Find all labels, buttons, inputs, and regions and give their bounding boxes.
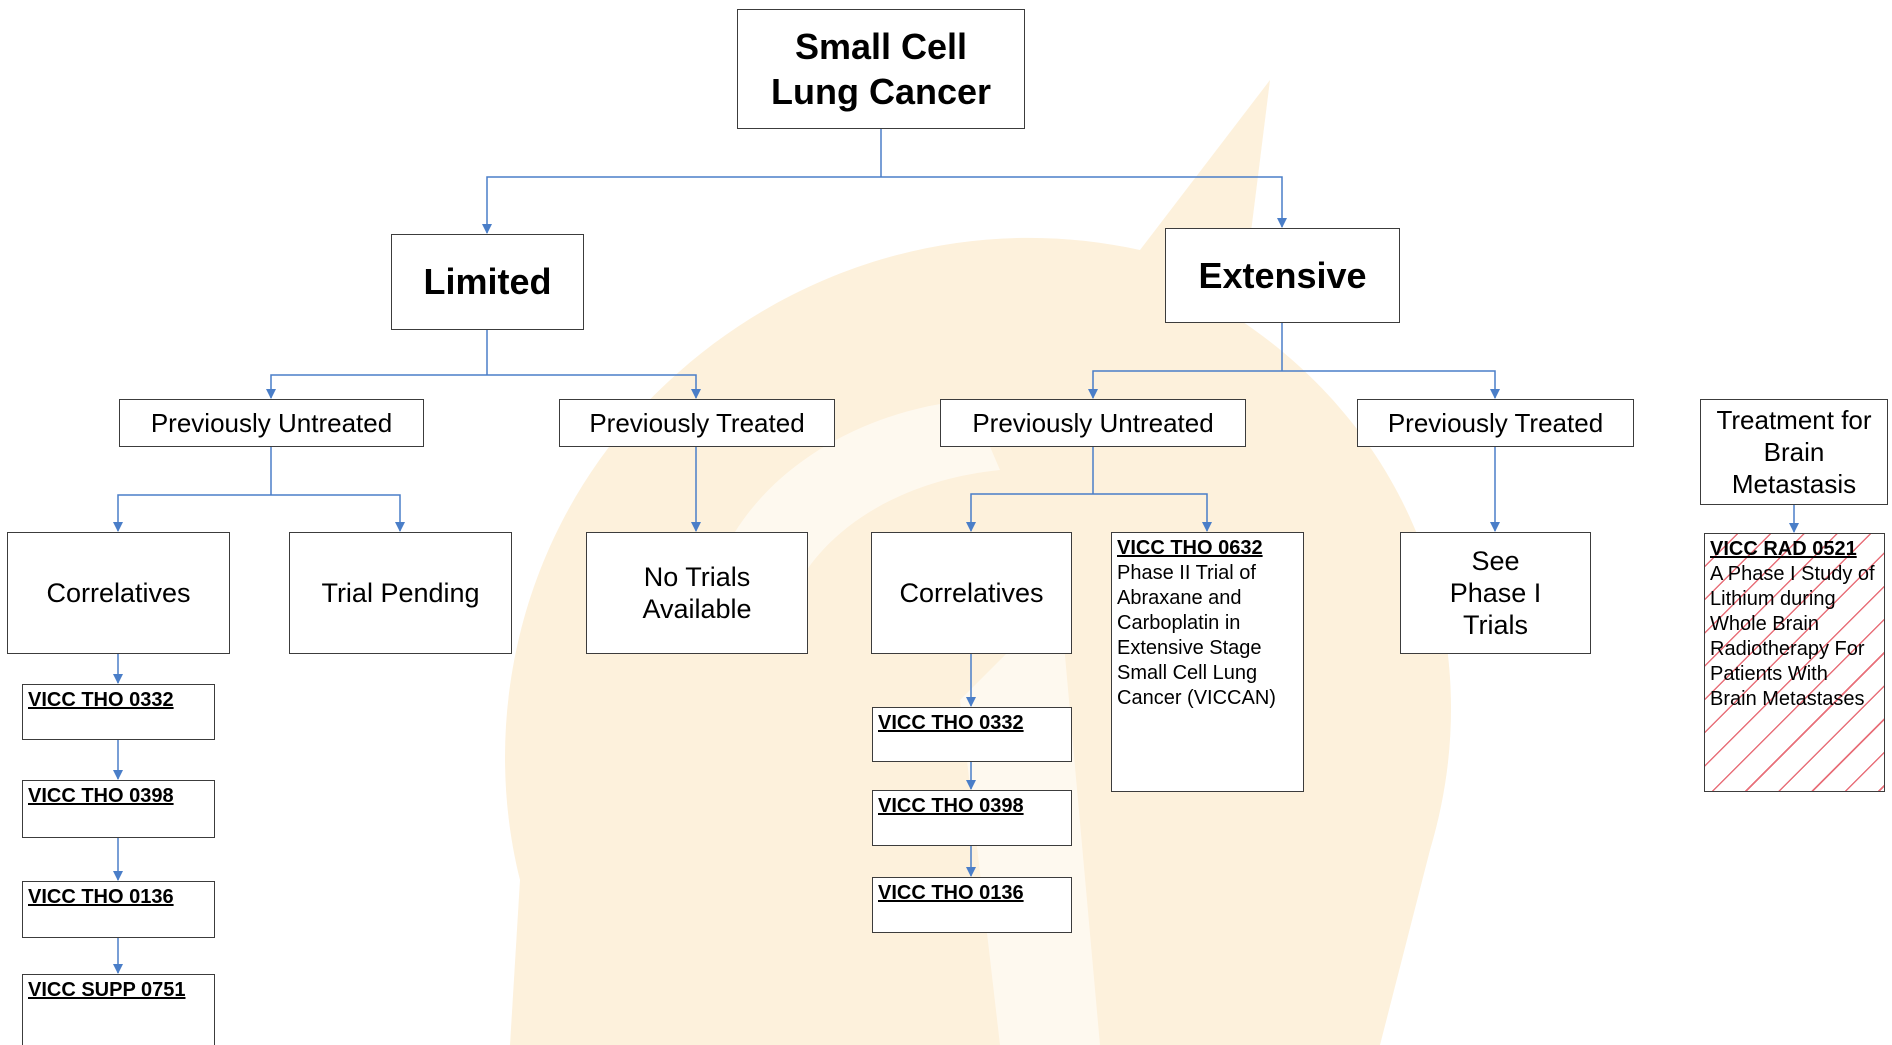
trial-code[interactable]: VICC RAD 0521	[1710, 538, 1857, 560]
no-trials-node: No Trials Available	[586, 532, 808, 654]
trial-code[interactable]: VICC SUPP 0751	[28, 979, 186, 1001]
trial-code[interactable]: VICC THO 0398	[878, 795, 1024, 817]
trial-link-extensive-0136[interactable]: VICC THO 0136	[872, 877, 1072, 933]
trial-description: A Phase I Study of Lithium during Whole …	[1710, 563, 1875, 710]
extensive-untreated-node: Previously Untreated	[940, 399, 1246, 447]
extensive-correlatives-node: Correlatives	[871, 532, 1072, 654]
brain-metastasis-node: Treatment for Brain Metastasis	[1700, 399, 1888, 505]
trial-link-extensive-0398[interactable]: VICC THO 0398	[872, 790, 1072, 846]
limited-treated-node: Previously Treated	[559, 399, 835, 447]
trial-code[interactable]: VICC THO 0398	[28, 785, 174, 807]
trial-code[interactable]: VICC THO 0632	[1117, 537, 1263, 559]
trial-link-limited-0136[interactable]: VICC THO 0136	[22, 881, 215, 938]
limited-node: Limited	[391, 234, 584, 330]
trial-code[interactable]: VICC THO 0136	[28, 886, 174, 908]
trial-description: Phase II Trial of Abraxane and Carboplat…	[1117, 562, 1276, 709]
trial-pending-node: Trial Pending	[289, 532, 512, 654]
trial-link-rad0521[interactable]: VICC RAD 0521 A Phase I Study of Lithium…	[1704, 533, 1885, 792]
trial-link-limited-0398[interactable]: VICC THO 0398	[22, 780, 215, 838]
trial-code[interactable]: VICC THO 0332	[878, 712, 1024, 734]
trial-link-limited-supp0751[interactable]: VICC SUPP 0751	[22, 974, 215, 1045]
connector-root-limited	[482, 176, 881, 234]
trial-code[interactable]: VICC THO 0136	[878, 882, 1024, 904]
extensive-node: Extensive	[1165, 228, 1400, 323]
trial-link-extensive-0632[interactable]: VICC THO 0632 Phase II Trial of Abraxane…	[1111, 532, 1304, 792]
trial-link-limited-0332[interactable]: VICC THO 0332	[22, 684, 215, 740]
connector-root-extensive	[881, 176, 1287, 228]
trial-link-extensive-0332[interactable]: VICC THO 0332	[872, 707, 1072, 762]
see-phase-i-node: See Phase I Trials	[1400, 532, 1591, 654]
limited-correlatives-node: Correlatives	[7, 532, 230, 654]
root-node: Small Cell Lung Cancer	[737, 9, 1025, 129]
limited-untreated-node: Previously Untreated	[119, 399, 424, 447]
trial-code[interactable]: VICC THO 0332	[28, 689, 174, 711]
extensive-treated-node: Previously Treated	[1357, 399, 1634, 447]
